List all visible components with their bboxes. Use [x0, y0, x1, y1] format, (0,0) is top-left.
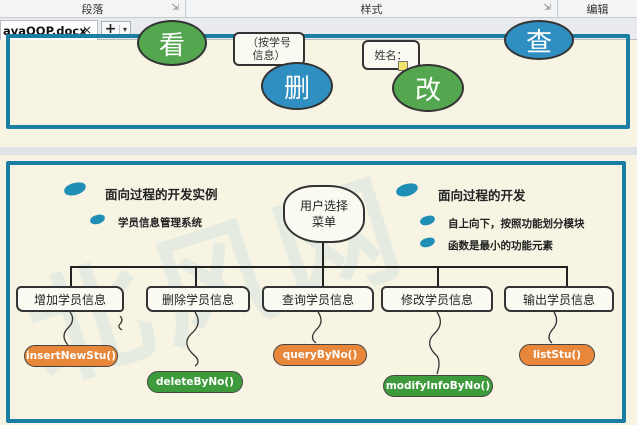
function-box-delete: 删除学员信息	[146, 286, 250, 312]
chevron-down-icon[interactable]: ▾	[119, 25, 130, 34]
call-modify: modifyInfoByNo()	[383, 375, 493, 397]
plus-icon[interactable]: +	[104, 21, 117, 37]
menu-cloud-line1: 用户选择	[299, 199, 348, 213]
function-box-add: 增加学员信息	[16, 286, 124, 312]
note-card-right: 姓名：	[362, 40, 420, 70]
ribbon-group-styles-label: 样式	[360, 3, 383, 16]
ribbon-group-paragraph: 段落 ⇲	[0, 0, 186, 18]
left-title: 面向过程的开发实例	[105, 187, 218, 202]
connector-line	[70, 266, 568, 268]
function-box-output: 输出学员信息	[504, 286, 614, 312]
slide-frame	[6, 161, 626, 423]
left-subtitle: 学员信息管理系统	[118, 217, 202, 229]
query-circle-label: 查	[525, 27, 552, 58]
note-card-right-text: 姓名：	[374, 48, 408, 62]
connector-line	[437, 266, 439, 287]
ribbon-group-paragraph-label: 段落	[81, 3, 104, 16]
ribbon-group-bar: 段落 ⇲ 样式 ⇲ 编辑	[0, 0, 637, 18]
call-delete: deleteByNo()	[147, 371, 243, 393]
ribbon-group-editing-label: 编辑	[586, 3, 609, 16]
slide-1-image: 看 （按学号 信息） 删 姓名： 改 查	[0, 20, 637, 147]
connector-line	[322, 243, 324, 267]
connector-line	[566, 266, 568, 287]
note-card-left: （按学号 信息）	[233, 32, 305, 66]
call-list: listStu()	[519, 344, 595, 366]
close-tab-icon[interactable]: ×	[81, 23, 92, 37]
function-box-modify: 修改学员信息	[381, 286, 493, 312]
dialog-launcher-icon[interactable]: ⇲	[171, 3, 179, 13]
modify-circle-label: 改	[414, 75, 441, 106]
note-card-left-text: （按学号 信息）	[247, 36, 291, 62]
call-query: queryByNo()	[273, 344, 367, 366]
view-circle: 看	[137, 20, 207, 66]
ribbon-group-editing: 编辑	[558, 0, 637, 18]
function-box-query: 查询学员信息	[262, 286, 374, 312]
right-bullet-1: 自上向下，按照功能划分模块	[448, 218, 585, 230]
user-menu-cloud: 用户选择 菜单	[283, 185, 365, 243]
view-circle-label: 看	[158, 30, 185, 61]
connector-line	[322, 266, 324, 287]
slide-frame	[6, 34, 630, 129]
menu-cloud-line2: 菜单	[311, 215, 336, 229]
modify-circle: 改	[392, 64, 464, 112]
ribbon-group-styles: 样式 ⇲	[186, 0, 558, 18]
connector-line	[195, 266, 197, 287]
right-title: 面向过程的开发	[438, 188, 526, 203]
right-bullet-2: 函数是最小的功能元素	[448, 240, 553, 252]
call-insert: insertNewStu()	[24, 345, 118, 367]
connector-line	[70, 266, 72, 287]
dialog-launcher-icon[interactable]: ⇲	[543, 3, 551, 13]
delete-circle: 删	[261, 62, 333, 110]
query-circle: 查	[504, 20, 574, 60]
page-gap	[0, 147, 637, 155]
delete-circle-label: 删	[283, 73, 310, 104]
